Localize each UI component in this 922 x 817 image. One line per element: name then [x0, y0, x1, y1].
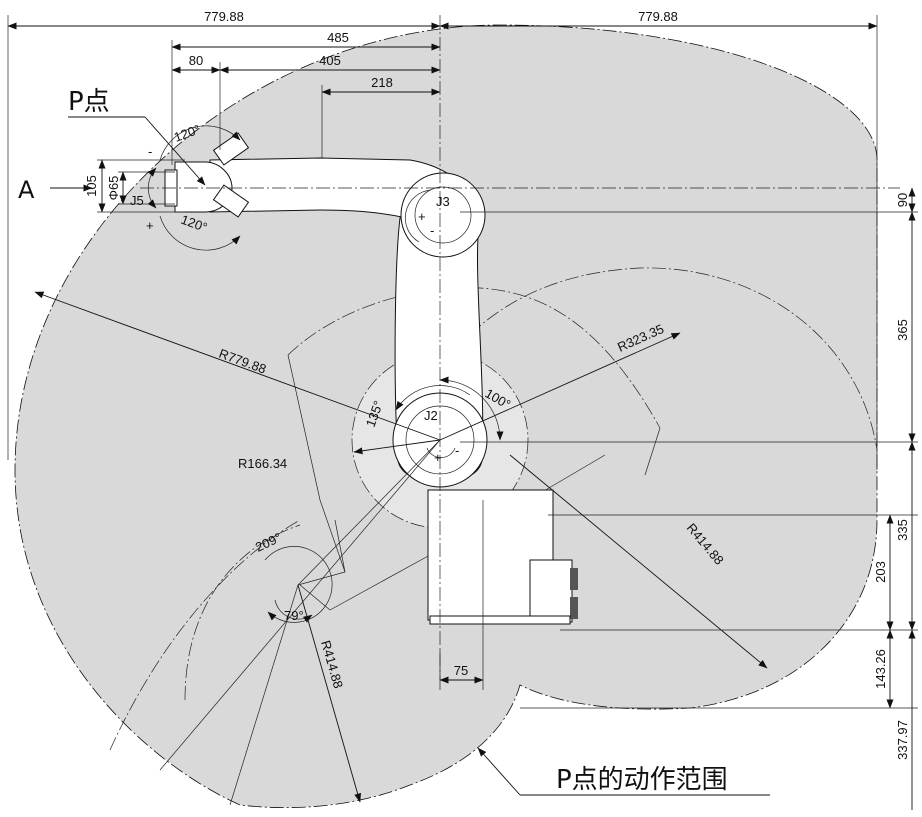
sign-j2-plus: + — [434, 450, 442, 465]
dim-65: Φ65 — [106, 176, 121, 201]
sign-j3-minus: - — [430, 223, 434, 238]
dim-80: 80 — [189, 53, 203, 68]
radius-lines — [34, 291, 768, 806]
connector-port-2 — [570, 597, 578, 619]
r41488-right-line — [509, 454, 768, 669]
joint-j2: J2 — [424, 408, 438, 423]
r77988-line — [34, 291, 441, 441]
dim-365: 365 — [895, 319, 910, 341]
dim-218: 218 — [371, 75, 393, 90]
radius-16634: R166.34 — [238, 456, 287, 471]
dim-top-left: 779.88 — [204, 9, 244, 24]
connector-port-1 — [570, 568, 578, 590]
p-label-leader-diag — [144, 116, 206, 186]
inner-arc-boundary — [287, 287, 661, 429]
p-point-label: P点 — [68, 87, 110, 117]
angle-p-79: 79° — [284, 608, 304, 623]
lower-lobe-arc — [109, 519, 301, 751]
callout-labels: P点 A P点的动作范围 — [18, 87, 728, 795]
robot-base — [427, 489, 554, 621]
j2-bottom-ray — [159, 439, 441, 771]
dim-105: 105 — [84, 175, 99, 197]
dim-335: 335 — [895, 519, 910, 541]
motion-range-label: P点的动作范围 — [556, 765, 728, 795]
lower-inner-arc — [184, 524, 301, 701]
view-a-label: A — [18, 176, 35, 204]
dimension-texts: 779.88 779.88 485 80 405 218 105 Φ65 90 … — [84, 9, 910, 760]
wrist-motor-bottom — [212, 184, 250, 218]
dimension-lines — [7, 15, 918, 810]
base-plate — [429, 615, 571, 625]
dim-top-right: 779.88 — [638, 9, 678, 24]
dim-33797: 337.97 — [895, 720, 910, 760]
right-lobe-arc — [454, 267, 878, 451]
dim-485: 485 — [327, 30, 349, 45]
angle-arcs — [147, 125, 504, 623]
j2-to-p-line — [297, 439, 441, 586]
dim-203: 203 — [873, 561, 888, 583]
base-connector — [529, 559, 573, 623]
joint-labels: J2 J3 J5 - + + - + - — [130, 144, 459, 465]
sign-j2-minus: - — [455, 443, 459, 458]
inner-range-line-left — [287, 354, 346, 573]
r16634-line — [353, 439, 441, 455]
joint-j3: J3 — [436, 194, 450, 209]
sign-j5-minus: - — [148, 144, 152, 159]
inner-range-line-right — [644, 427, 661, 476]
j3-housing — [400, 172, 486, 258]
j3-housing-inner — [414, 186, 472, 244]
sign-j5-plus: + — [146, 218, 154, 233]
wrist-motor-top — [212, 132, 250, 166]
dim-405: 405 — [319, 53, 341, 68]
joint-j5: J5 — [130, 193, 144, 208]
dim-75: 75 — [454, 663, 468, 678]
dim-14326: 143.26 — [873, 649, 888, 689]
sign-j3-plus: + — [418, 209, 426, 224]
range-label-leader-diag — [477, 747, 521, 796]
p-pivot-wedge — [297, 519, 346, 586]
dim-90: 90 — [895, 193, 910, 207]
